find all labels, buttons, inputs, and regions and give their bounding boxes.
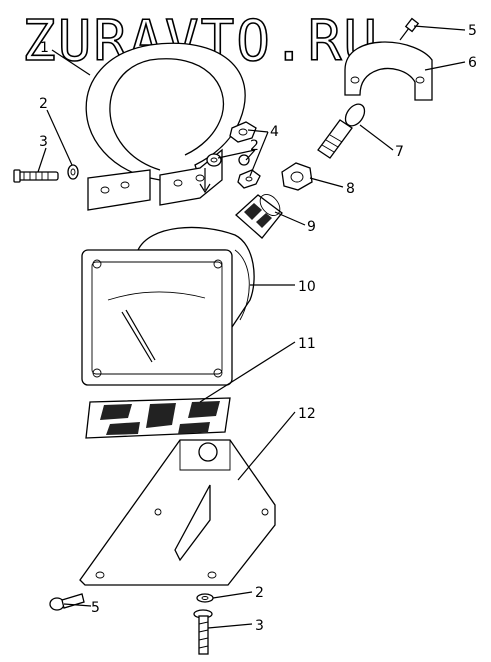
callout-1: 1 [40,40,49,56]
nut-lower-part [237,169,261,189]
callout-5-screw-top: 5 [468,23,477,39]
callout-7-bolt: 7 [395,144,404,160]
callout-4-nuts: 4 [270,124,279,140]
callout-3-screw-left: 3 [39,134,48,150]
cap-clamp-part [344,41,433,101]
nut-upper-part [229,121,257,143]
callout-11-gasket: 11 [298,336,316,352]
callout-3-screw-bottom: 3 [255,618,264,634]
callout-12-bracket: 12 [298,406,316,422]
gauge-instrument-part [81,226,255,386]
bushing-part [235,194,283,239]
callout-6-cap: 6 [468,55,477,71]
callout-5-screw-lower: 5 [91,600,100,616]
bolt-part [317,103,366,159]
callout-10-gauge: 10 [298,279,316,295]
nut-large-part [281,162,313,191]
washer-bottom-part [196,593,214,603]
screw-bottom-part [193,609,213,655]
callout-9-bushing: 9 [307,219,316,235]
callout-2-washers-upper: 2 [250,138,259,154]
bracket-part [79,439,276,586]
clamp-ring-part [85,42,246,211]
callout-2-washer-bottom: 2 [255,585,264,601]
callout-2-washer-left: 2 [39,96,48,112]
washer-upper-part [206,153,222,167]
screw-left-part [13,169,59,183]
screw-lower-left-part [49,593,85,611]
washer-left-part [67,164,79,180]
washer-lower-part [238,154,250,166]
screw-top-part [399,17,420,41]
callout-8-nut: 8 [346,181,355,197]
gasket-part [85,397,231,439]
leader-lines [37,25,466,629]
